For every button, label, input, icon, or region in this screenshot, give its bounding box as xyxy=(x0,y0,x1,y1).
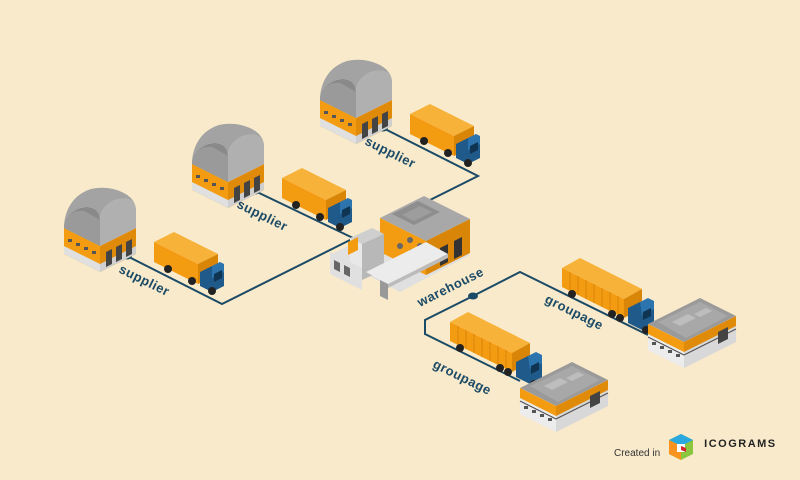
connector-supplier-2 xyxy=(254,190,354,239)
connector-groupage xyxy=(424,295,521,382)
groupage-truck-1 xyxy=(561,257,655,335)
warehouse-building xyxy=(330,196,470,300)
created-in-credit: Created in ICOGRAMS xyxy=(614,432,777,462)
connector-supplier-1 xyxy=(126,238,353,306)
connectors xyxy=(126,127,649,382)
supplier-building-1 xyxy=(64,187,136,272)
label-supplier-2: supplier xyxy=(235,196,291,234)
created-in-text: Created in xyxy=(614,447,661,459)
connector-groupage-2 xyxy=(472,270,649,336)
label-supplier-3: supplier xyxy=(363,133,419,171)
supplier-truck-3 xyxy=(410,104,480,167)
supplier-building-2 xyxy=(192,123,264,208)
connector-supplier-3 xyxy=(382,127,481,201)
icograms-logo-icon xyxy=(669,434,694,460)
groupage-building-1 xyxy=(647,297,737,369)
icograms-brand: ICOGRAMS xyxy=(704,438,777,450)
supplier-building-3 xyxy=(320,59,392,145)
